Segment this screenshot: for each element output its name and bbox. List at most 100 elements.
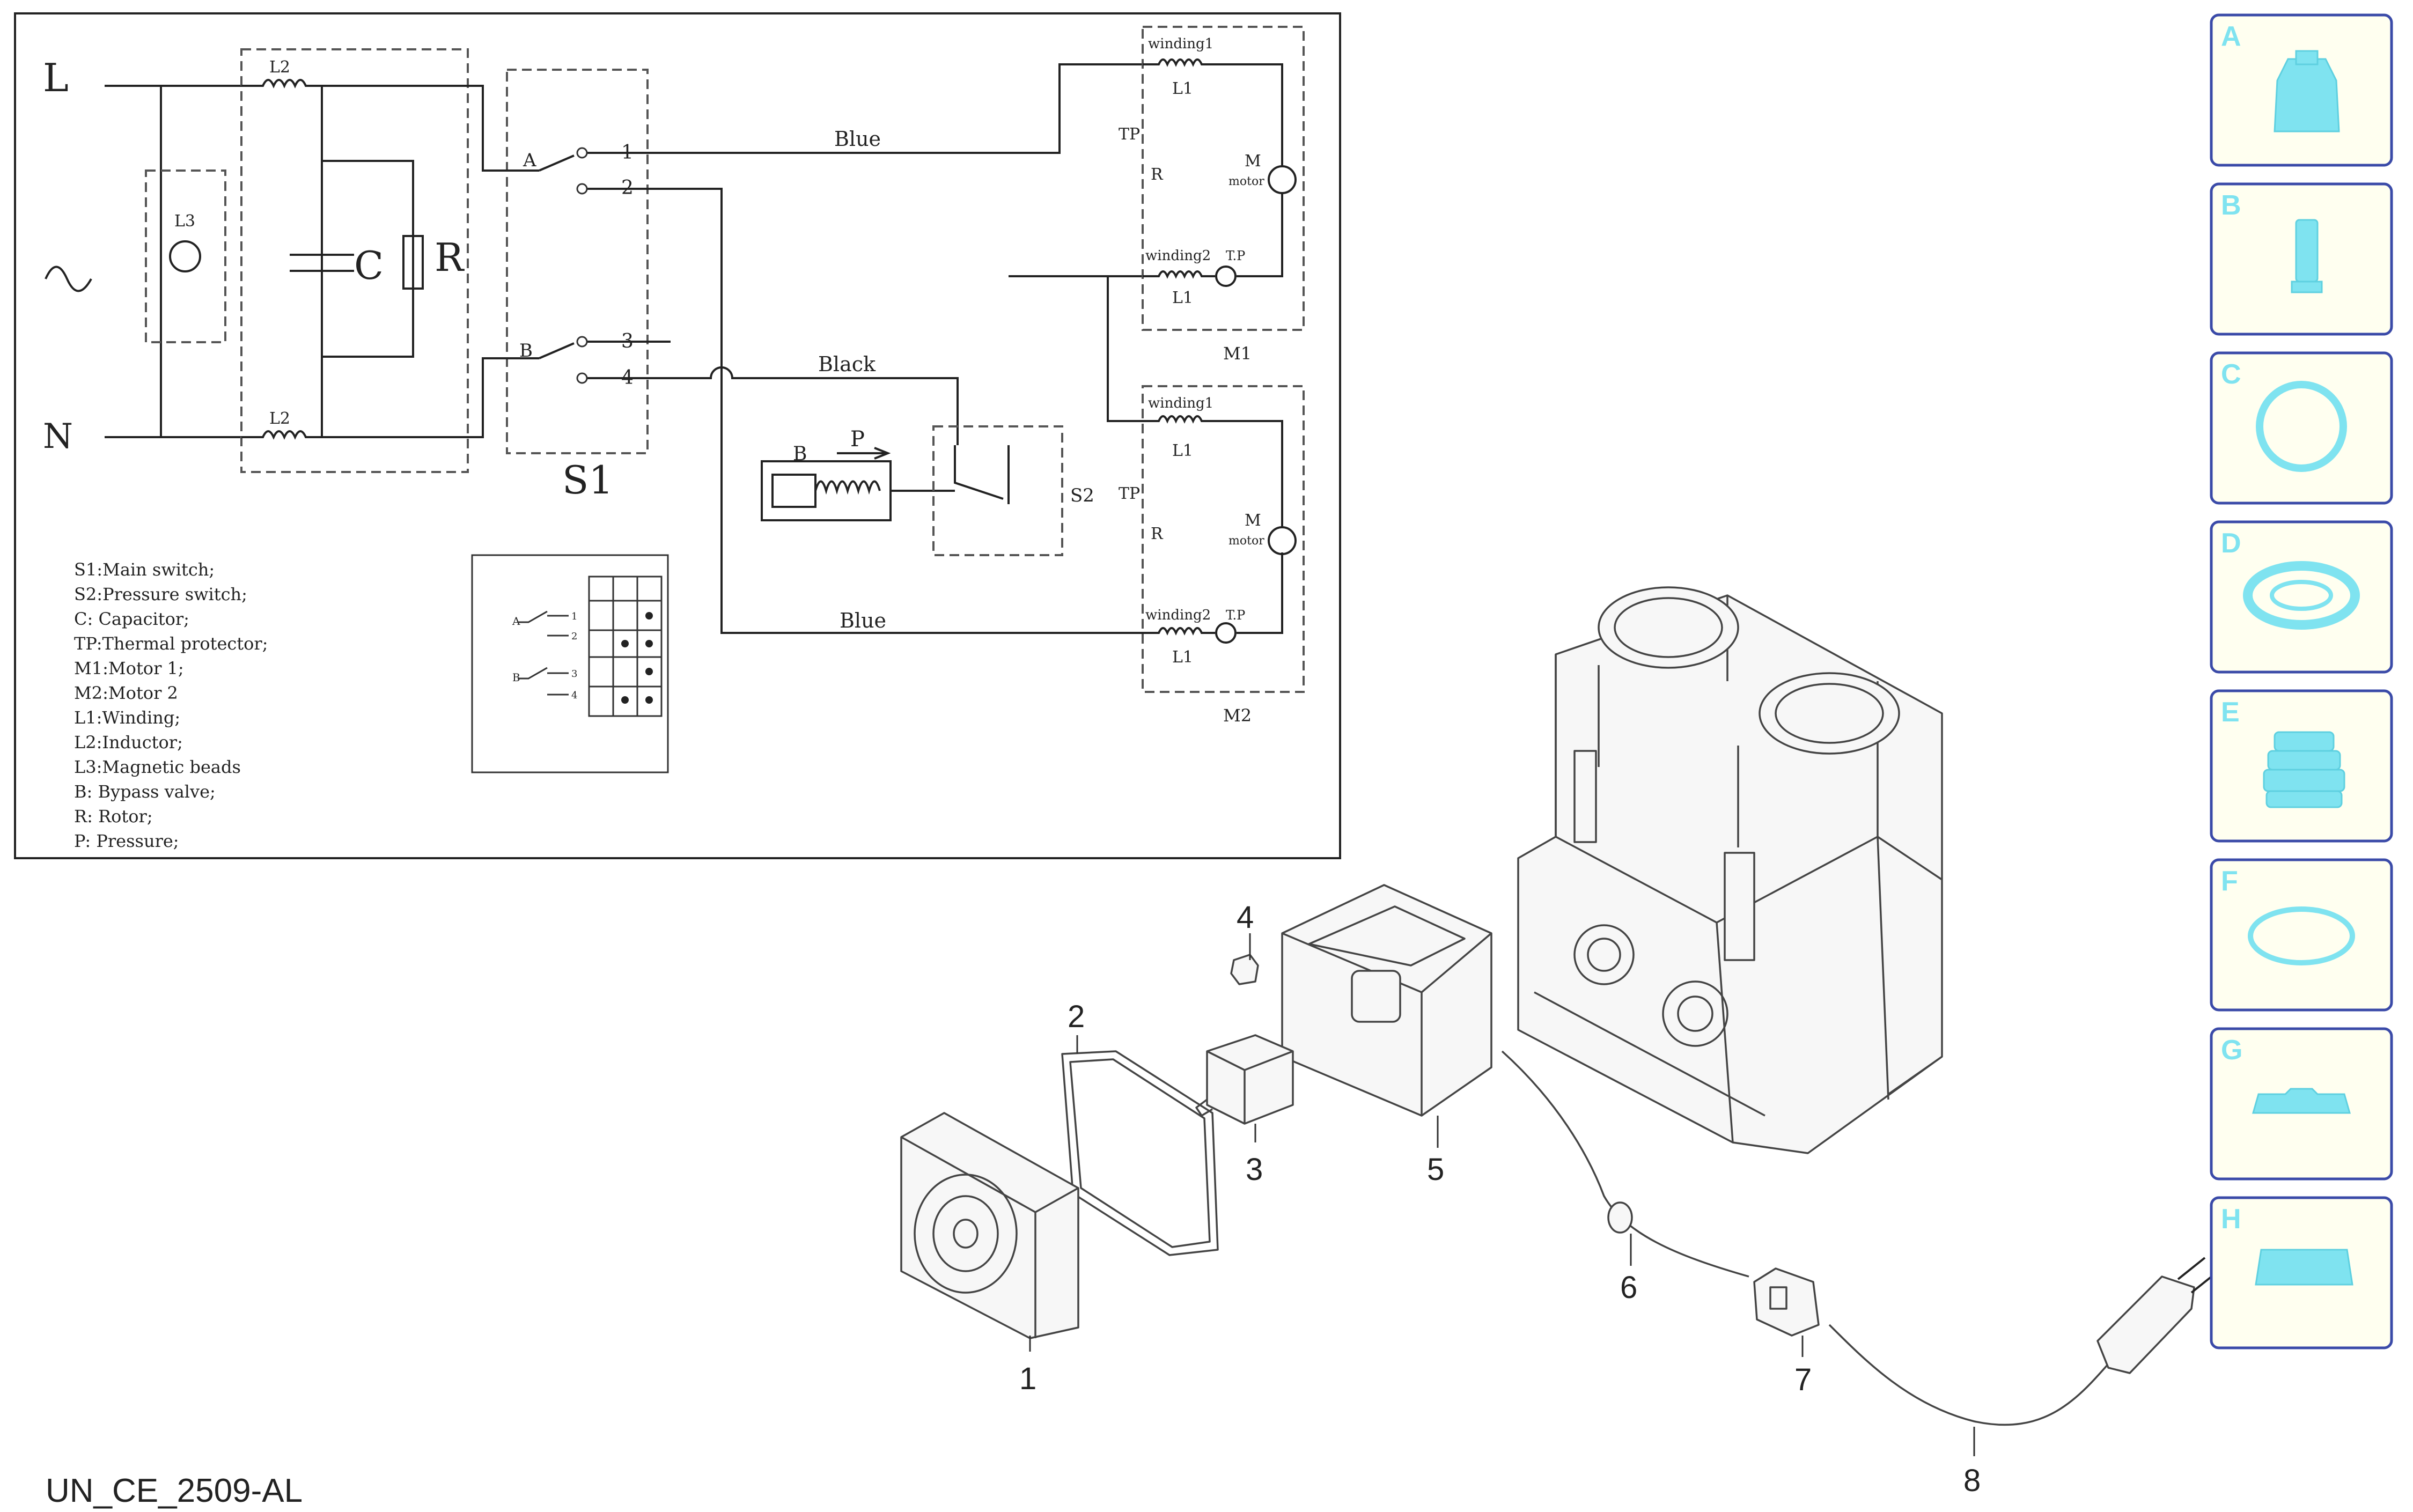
bypass-label: B: [793, 443, 807, 465]
o-ring-icon: [2248, 906, 2355, 965]
motor-1: winding1 L1 TP R M motor winding2 T.P L1…: [1119, 26, 1305, 364]
switch-truth-table: A B 1 2 3 4: [471, 554, 669, 773]
black-wire-label: Black: [818, 352, 876, 376]
m2-winding1-label: winding1: [1148, 395, 1213, 411]
l2-top-inductor-icon: [241, 79, 468, 88]
l2-bottom-label: L2: [269, 409, 290, 428]
thumbnail-letter: G: [2221, 1035, 2242, 1066]
filter-box: [240, 48, 469, 473]
schematic-frame: [14, 12, 1341, 859]
part-4-clip: [1230, 954, 1259, 985]
callout-number: 8: [1963, 1463, 1981, 1498]
m1-l1b-label: L1: [1172, 289, 1193, 307]
table-pin-label: 1: [571, 611, 577, 622]
filter-stack-icon: [2263, 731, 2345, 808]
thumbnail-letter: C: [2221, 359, 2241, 390]
black-wire: [671, 366, 959, 445]
callout-number: 3: [1246, 1152, 1263, 1187]
m2-winding1-icon: [1143, 415, 1283, 528]
legend-item: S2:Pressure switch;: [74, 584, 247, 604]
m2-m-label: M: [1245, 511, 1261, 530]
s1-pin-wires: [587, 152, 671, 379]
m1-motor-label: motor: [1228, 175, 1264, 188]
callout-number: 5: [1427, 1152, 1444, 1187]
main-housing: [1517, 586, 1943, 1154]
thumbnail-sidebar: A B C D: [2210, 13, 2393, 1349]
m2-motor-label: motor: [1228, 534, 1264, 548]
part-8-power-cord: [1828, 1257, 2219, 1426]
motor-top-icon: [2274, 50, 2340, 132]
s2-box: [932, 425, 1063, 556]
l2-top-label: L2: [269, 58, 290, 77]
tray-icon: [2252, 1088, 2351, 1114]
legend-item: L3:Magnetic beads: [74, 757, 241, 777]
base-pad-icon: [2255, 1249, 2353, 1286]
legend: S1:Main switch; S2:Pressure switch; C: C…: [74, 559, 268, 851]
thumbnail-c[interactable]: C: [2210, 351, 2393, 505]
exploded-parts: 1 2 3 4 5 6 7 8: [900, 586, 2219, 1498]
callout-number: 7: [1794, 1362, 1812, 1397]
drawing-id-label: UN_CE_2509-AL: [46, 1472, 303, 1509]
pin-2-label: 2: [621, 177, 634, 199]
m2-r-label: R: [1151, 525, 1164, 543]
part-1-cover: [900, 1112, 1079, 1339]
thumbnail-b[interactable]: B: [2210, 182, 2393, 336]
callout-number: 2: [1068, 999, 1085, 1034]
resistor-icon: [402, 235, 424, 290]
legend-item: L2:Inductor;: [74, 732, 183, 753]
m1-winding1-icon: [1143, 58, 1283, 166]
supply-line-label: L: [43, 55, 69, 100]
pressure-label: P: [850, 427, 865, 452]
s1-label: S1: [562, 458, 613, 503]
shaft-icon: [2291, 219, 2323, 293]
s2-contacts: [954, 445, 1010, 500]
supply-neutral-label: N: [43, 417, 73, 456]
m1-thermal-protector-icon: [1215, 265, 1237, 287]
m2-l1b-label: L1: [1172, 648, 1193, 667]
legend-item: P: Pressure;: [74, 831, 179, 851]
valve-spring-icon: [814, 480, 881, 495]
thumbnail-e[interactable]: E: [2210, 689, 2393, 843]
legend-item: M1:Motor 1;: [74, 658, 184, 678]
thumbnail-letter: B: [2221, 190, 2241, 221]
l2-bottom-inductor-icon: [241, 430, 468, 440]
m2-thermal-protector-icon: [1215, 622, 1237, 644]
part-3-switch: [1195, 1034, 1294, 1125]
blue-top-wire-label: Blue: [834, 127, 881, 151]
m2-tp-label: TP: [1119, 484, 1140, 503]
part-6-grommet: [1607, 1201, 1633, 1234]
m2-winding2-label: winding2: [1145, 607, 1211, 623]
blue-bottom-wire-label: Blue: [840, 609, 886, 632]
s1-b-label: B: [519, 340, 533, 362]
wiring-schematic: L N L3 L2 L2 C R A B 1 2 3 4 S1: [14, 12, 1341, 859]
blue-bottom-wire: [671, 188, 1143, 634]
table-pin-label: 3: [571, 668, 577, 680]
resistor-label: R: [435, 235, 465, 280]
blue-top-wire: [671, 63, 1143, 154]
capacitor-icon: [290, 254, 354, 272]
capacitor-label: C: [354, 243, 384, 288]
thumbnail-d[interactable]: D: [2210, 520, 2393, 674]
m1-r-label: R: [1151, 165, 1164, 184]
thumbnail-f[interactable]: F: [2210, 858, 2393, 1012]
l3-bead-icon: [169, 240, 201, 272]
table-a-label: A: [512, 615, 520, 628]
part-2-gasket: [1061, 1050, 1219, 1256]
legend-item: S1:Main switch;: [74, 559, 215, 580]
s1-contacts: [539, 154, 575, 359]
thumbnail-letter: A: [2221, 21, 2241, 52]
thumbnail-g[interactable]: G: [2210, 1027, 2393, 1181]
legend-item: B: Bypass valve;: [74, 781, 216, 802]
l3-label: L3: [174, 212, 195, 231]
pin-3-label: 3: [621, 330, 634, 352]
thumbnail-a[interactable]: A: [2210, 13, 2393, 167]
table-pin-label: 2: [571, 631, 577, 642]
seal-ring-icon: [2243, 561, 2360, 630]
thumbnail-letter: E: [2221, 697, 2240, 728]
m2-name-label: M2: [1223, 705, 1252, 726]
thumbnail-h[interactable]: H: [2210, 1196, 2393, 1349]
m1-tp-dot-label: T.P: [1226, 248, 1245, 263]
part-6-hose: [1501, 1050, 1749, 1278]
pin-4-label: 4: [621, 367, 634, 389]
